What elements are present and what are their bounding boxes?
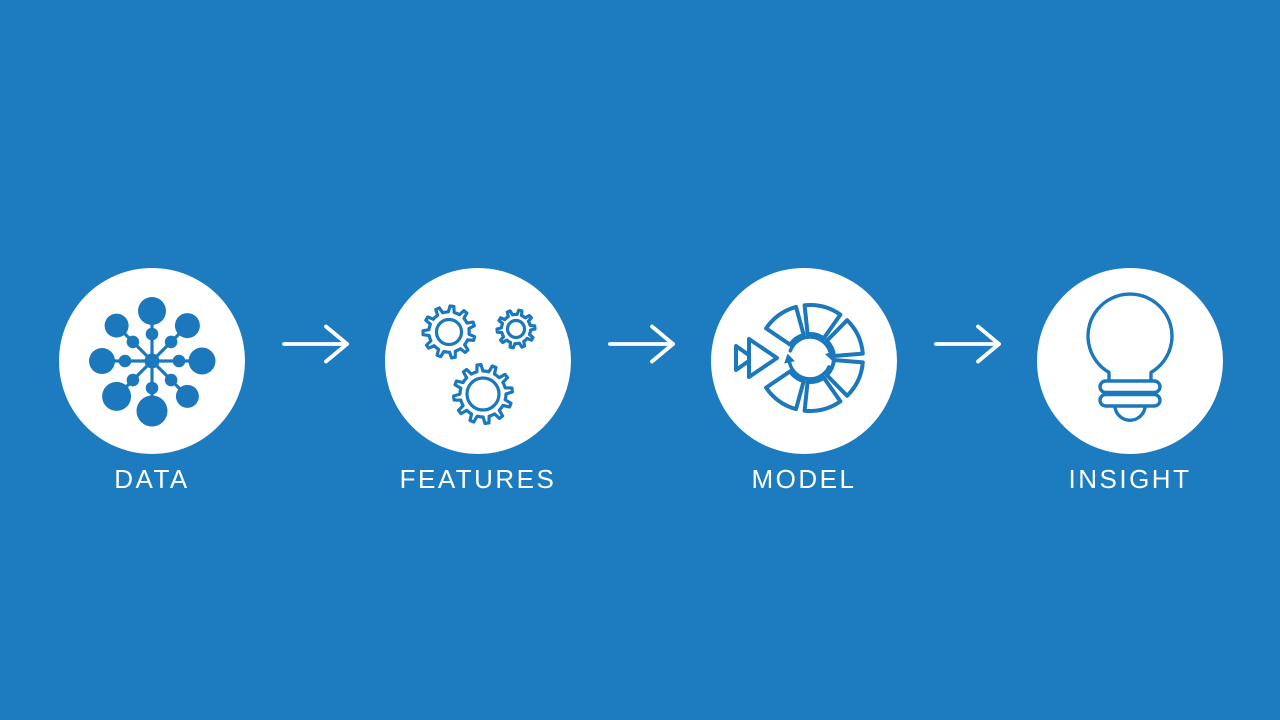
- flow-arrow-icon: [608, 324, 675, 364]
- stage-data-circle: [59, 268, 245, 454]
- refresh-arrowhead: [825, 351, 836, 362]
- stage-features: FEATURES: [385, 268, 571, 492]
- model-cycle-icon: [734, 303, 865, 413]
- flow-arrow-icon: [934, 324, 1001, 364]
- play-large-triangle-icon: [747, 337, 779, 379]
- flow-arrow-icon: [282, 324, 349, 364]
- model-wedges: [764, 303, 865, 413]
- refresh-arrowhead: [784, 353, 795, 364]
- stage-data: DATA: [59, 268, 245, 492]
- play-small-triangle-icon: [734, 344, 755, 372]
- refresh-arc-top: [788, 335, 833, 355]
- data-network-icon: [89, 297, 216, 427]
- stage-features-label: FEATURES: [399, 464, 557, 494]
- stage-insight-circle: [1037, 268, 1223, 454]
- stage-model: MODEL: [711, 268, 897, 492]
- stage-model-label: MODEL: [751, 464, 857, 494]
- stage-features-circle: [385, 268, 571, 454]
- refresh-arc-bottom: [787, 360, 831, 381]
- stage-data-label: DATA: [114, 464, 190, 494]
- stage-insight: INSIGHT: [1037, 268, 1223, 492]
- stage-model-circle: [711, 268, 897, 454]
- stage-insight-label: INSIGHT: [1068, 464, 1192, 494]
- feature-gears-icon: [421, 304, 537, 425]
- insight-lightbulb-icon: [1086, 292, 1174, 422]
